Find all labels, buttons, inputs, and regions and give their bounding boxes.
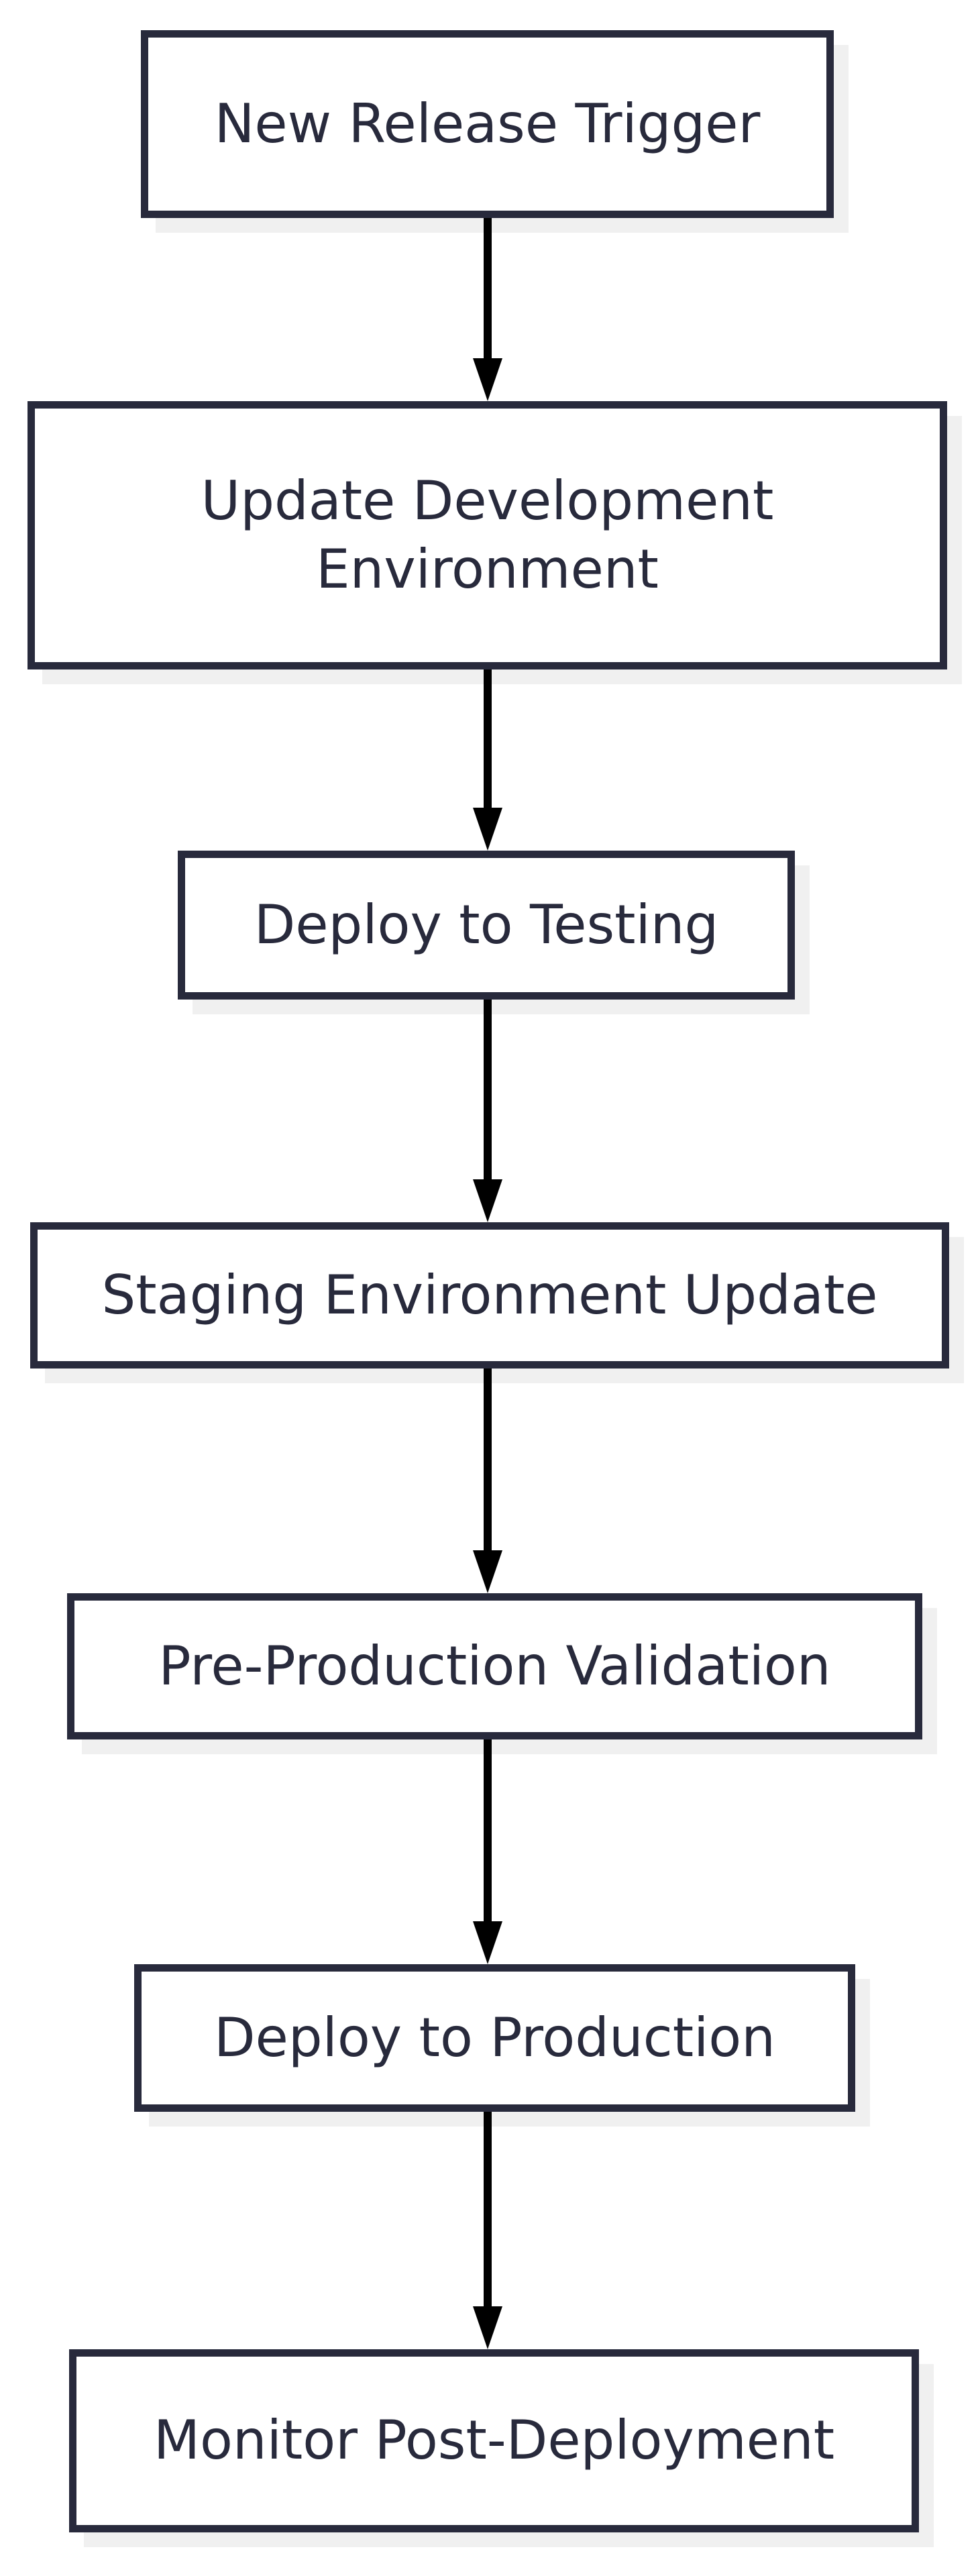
node-new-release-trigger[interactable]: New Release Trigger xyxy=(141,30,834,218)
node-staging-environment-update[interactable]: Staging Environment Update xyxy=(30,1222,949,1368)
node-label: Staging Environment Update xyxy=(101,1263,878,1326)
arrow-shaft xyxy=(484,1000,492,1182)
node-label: Deploy to Testing xyxy=(254,893,719,956)
arrow-shaft xyxy=(484,218,492,361)
arrow-shaft xyxy=(484,1368,492,1553)
flow-arrow-2 xyxy=(468,669,508,851)
node-label: Monitor Post-Deployment xyxy=(153,2409,835,2472)
arrow-shaft xyxy=(484,1739,492,1924)
flow-arrow-5 xyxy=(468,1739,508,1964)
flow-arrow-4 xyxy=(468,1368,508,1593)
node-pre-production-validation[interactable]: Pre-Production Validation xyxy=(67,1593,922,1739)
node-deploy-to-production[interactable]: Deploy to Production xyxy=(134,1964,855,2112)
node-deploy-to-testing[interactable]: Deploy to Testing xyxy=(178,851,795,1000)
node-label: Update Development Environment xyxy=(201,469,774,600)
node-label: Deploy to Production xyxy=(214,2006,775,2069)
arrow-head xyxy=(473,1550,502,1593)
node-update-development-environment[interactable]: Update Development Environment xyxy=(28,401,947,669)
node-label: Pre-Production Validation xyxy=(158,1634,831,1697)
arrow-shaft xyxy=(484,2112,492,2309)
arrow-head xyxy=(473,1179,502,1222)
flow-arrow-3 xyxy=(468,1000,508,1222)
arrow-head xyxy=(473,1921,502,1964)
node-monitor-post-deployment[interactable]: Monitor Post-Deployment xyxy=(69,2349,919,2532)
flow-arrow-6 xyxy=(468,2112,508,2349)
arrow-head xyxy=(473,2306,502,2349)
arrow-head xyxy=(473,358,502,401)
arrow-shaft xyxy=(484,669,492,810)
flow-arrow-1 xyxy=(468,218,508,401)
arrow-head xyxy=(473,808,502,851)
node-label: New Release Trigger xyxy=(214,92,761,155)
